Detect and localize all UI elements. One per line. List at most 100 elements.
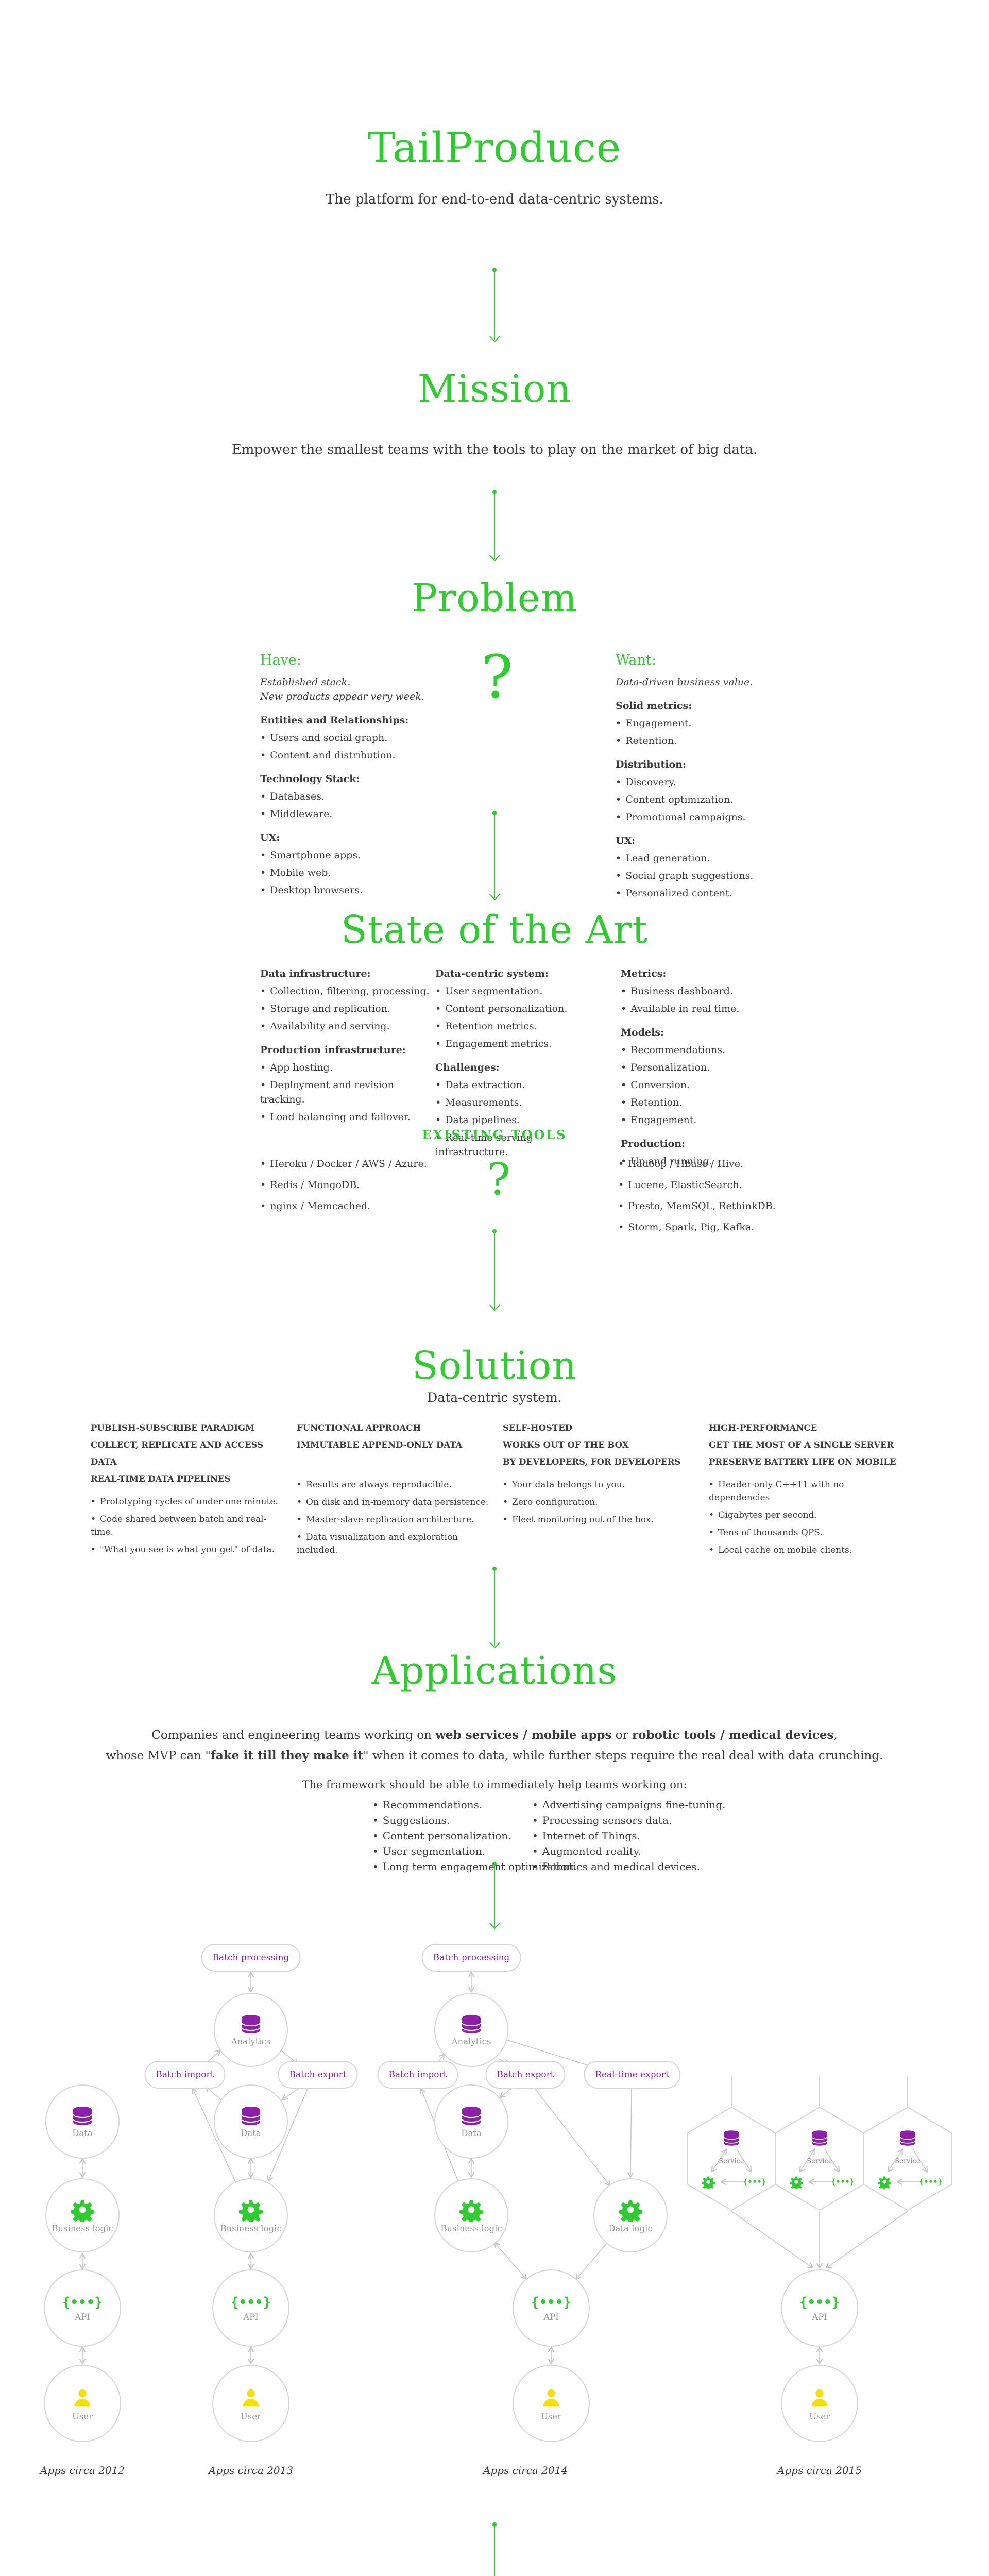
- database-icon: [723, 2130, 740, 2146]
- have-label: Have:: [260, 652, 301, 668]
- problem-heading: Problem: [412, 576, 577, 620]
- braces-icon: {•••}: [919, 2177, 943, 2187]
- list-item: •"What you see is what you get" of data.: [91, 1545, 275, 1555]
- list-item: •Lead generation.: [616, 853, 710, 864]
- arrow-down-icon: [492, 1229, 497, 1309]
- group-list: •Engagement.•Retention.: [616, 716, 837, 748]
- column-header-line: PUBLISH-SUBSCRIBE PARADIGM: [91, 1423, 255, 1433]
- existing-tools-left: •Heroku / Docker / AWS / Azure.•Redis / …: [260, 1155, 427, 1218]
- pill-batch-export: Batch export: [278, 2061, 358, 2089]
- node-business-logic: Business logic: [214, 2178, 288, 2252]
- list-item: •Retention metrics.: [435, 1021, 537, 1032]
- list-item: •Smartphone apps.: [260, 850, 361, 861]
- list-item: •User segmentation.: [372, 1845, 485, 1857]
- list-item: •Lucene, ElasticSearch.: [618, 1179, 742, 1191]
- list-item: •Social graph suggestions.: [616, 870, 754, 882]
- question-mark: ?: [481, 643, 513, 712]
- column-header-line: HIGH-PERFORMANCE: [709, 1423, 817, 1433]
- list-item: •Advertising campaigns fine-tuning.: [532, 1799, 726, 1811]
- list-item: •Conversion.: [621, 1079, 690, 1091]
- pill-batch-processing: Batch processing: [421, 1944, 521, 1972]
- bullet-group: Production: •Up and running.: [621, 1137, 791, 1168]
- node-analytics: Analytics: [434, 1993, 508, 2067]
- group-title: Metrics:: [621, 968, 667, 979]
- want-intro: Data-driven business value.: [616, 675, 837, 689]
- list-item: •Engagement.: [621, 1114, 697, 1126]
- bullet-group: Models: •Recommendations.•Personalizatio…: [621, 1025, 791, 1127]
- list-item: •Internet of Things.: [532, 1829, 640, 1842]
- list-item: •Prototyping cycles of under one minute.: [91, 1497, 278, 1507]
- list-item: •Suggestions.: [372, 1814, 450, 1826]
- list-item: •Retention.: [616, 735, 677, 747]
- user-icon: [243, 2389, 259, 2406]
- database-icon: [811, 2130, 828, 2146]
- database-icon: [73, 2106, 92, 2125]
- list-item: •Master-slave replication architecture.: [297, 1515, 474, 1525]
- arrow-down-icon: [492, 1567, 497, 1646]
- mission-text: Empower the smallest teams with the tool…: [231, 442, 758, 457]
- braces-icon: {•••}: [531, 2294, 572, 2310]
- question-mark: ?: [487, 1154, 510, 1206]
- list-item: •Real-time serving infrastructure.: [435, 1132, 533, 1158]
- sota-column-3: Metrics: •Business dashboard.•Available …: [621, 957, 791, 1172]
- list-item: •Data visualization and exploration incl…: [297, 1532, 458, 1555]
- list-item: •Recommendations.: [372, 1799, 483, 1811]
- service-label: Service: [807, 2157, 832, 2165]
- gear-icon: [878, 2176, 891, 2189]
- intro-line: New products appear very week.: [260, 691, 424, 702]
- bullet-group: Entities and Relationships: •Users and s…: [260, 713, 502, 762]
- bullet-group: Data-centric system: •User segmentation.…: [435, 967, 605, 1051]
- group-title: Technology Stack:: [260, 773, 360, 785]
- list-item: •Desktop browsers.: [260, 885, 363, 896]
- node-user: User: [44, 2365, 121, 2442]
- list-item: •Augmented reality.: [532, 1845, 641, 1857]
- arrow-down-icon: [492, 268, 497, 340]
- list-item: •Robotics and medical devices.: [532, 1860, 700, 1873]
- column-header-line: SELF-HOSTED: [503, 1423, 572, 1433]
- group-title: Data infrastructure:: [260, 968, 371, 979]
- node-api: {•••} API: [513, 2269, 590, 2347]
- list-item: •Gigabytes per second.: [709, 1510, 817, 1520]
- column-header-line: FUNCTIONAL APPROACH: [297, 1423, 421, 1433]
- list-item: •Business dashboard.: [621, 986, 733, 997]
- node-api: {•••} API: [781, 2269, 858, 2347]
- solution-column-1: PUBLISH-SUBSCRIBE PARADIGM COLLECT, REPLI…: [91, 1419, 286, 1561]
- diagram-caption: Apps circa 2012: [40, 2464, 125, 2477]
- list-item: •Redis / MongoDB.: [260, 1179, 360, 1191]
- group-title: Data-centric system:: [435, 968, 549, 979]
- list-item: •Engagement metrics.: [435, 1038, 552, 1049]
- service-label: Service: [719, 2157, 744, 2165]
- gear-icon: [619, 2199, 642, 2222]
- group-title: UX:: [616, 835, 636, 846]
- framework-intro: The framework should be able to immediat…: [302, 1778, 687, 1791]
- bullet-group: Solid metrics: •Engagement.•Retention.: [616, 699, 837, 748]
- database-icon: [899, 2130, 916, 2146]
- list-item: •Processing sensors data.: [532, 1814, 672, 1826]
- list-item: •Code shared between batch and real-time…: [91, 1514, 267, 1537]
- column-header-line: IMMUTABLE APPEND-ONLY DATA: [297, 1440, 463, 1450]
- node-user: User: [212, 2365, 289, 2442]
- bullet-group: Production infrastructure: •App hosting.…: [260, 1043, 430, 1124]
- braces-icon: {•••}: [62, 2294, 103, 2310]
- diagram-caption: Apps circa 2015: [777, 2464, 862, 2477]
- group-title: UX:: [260, 832, 280, 843]
- sota-column-2: Data-centric system: •User segmentation.…: [435, 957, 605, 1162]
- list-item: •Middleware.: [260, 808, 333, 820]
- list-item: •Presto, MemSQL, RethinkDB.: [618, 1200, 776, 1212]
- existing-tools-right: •Hadoop / Hbase / Hive.•Lucene, ElasticS…: [618, 1155, 776, 1240]
- applications-heading: Applications: [371, 1649, 618, 1693]
- group-list: •Discovery.•Content optimization.•Promot…: [616, 775, 837, 824]
- braces-icon: {•••}: [743, 2177, 766, 2187]
- list-item: •Data extraction.: [435, 1079, 525, 1091]
- node-data: Data: [434, 2084, 508, 2159]
- node-user: User: [781, 2365, 858, 2442]
- node-data-logic: Data logic: [593, 2178, 668, 2252]
- list-item: •Content personalization.: [372, 1829, 511, 1842]
- column-header-line: WORKS OUT OF THE BOX: [503, 1440, 629, 1450]
- braces-icon: {•••}: [799, 2294, 840, 2310]
- applications-list-right: •Advertising campaigns fine-tuning. •Proc…: [532, 1799, 725, 1876]
- column-header-line: COLLECT, REPLICATE AND ACCESS DATA: [91, 1440, 264, 1467]
- node-business-logic: Business logic: [45, 2178, 120, 2252]
- list-item: •Up and running.: [621, 1156, 712, 1167]
